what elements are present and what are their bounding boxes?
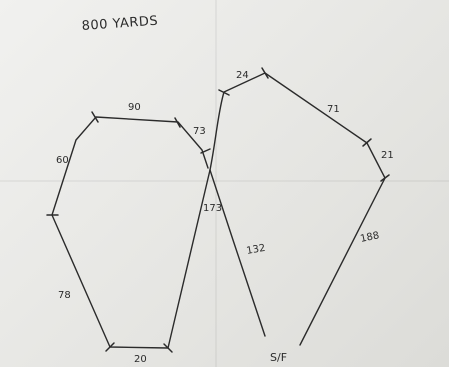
tick-mark [380,174,390,182]
paper-fold [215,0,217,367]
tick-mark [362,138,372,147]
tick-mark [200,148,211,154]
finish-leg-path [209,169,266,337]
tick-mark [218,89,230,96]
course-title: 800 YARDS [81,14,158,34]
tick-mark [105,342,115,352]
segment-label-right-corner: 21 [381,150,394,161]
segment-label-diagonal: 73 [193,126,206,137]
tick-mark [163,343,173,353]
paper-fold [0,180,449,182]
segment-label-right-upper: 71 [327,104,340,115]
start-finish-label: S/F [270,351,287,364]
segment-label-bottom: 20 [134,354,147,365]
tick-mark [261,67,269,79]
tick-mark [91,111,99,123]
tick-mark [174,117,181,128]
segment-label-top-left: 90 [128,102,141,113]
left-loop-path [51,116,211,349]
segment-label-center: 173 [203,203,222,214]
segment-label-finish-leg: 132 [246,243,267,257]
segment-label-right-lower: 188 [359,230,380,245]
segment-label-left-upper: 60 [56,155,69,166]
segment-label-left-lower: 78 [58,290,71,301]
segment-label-peak: 24 [236,70,249,81]
right-loop-path [209,72,386,346]
segment-ticks [46,67,390,353]
